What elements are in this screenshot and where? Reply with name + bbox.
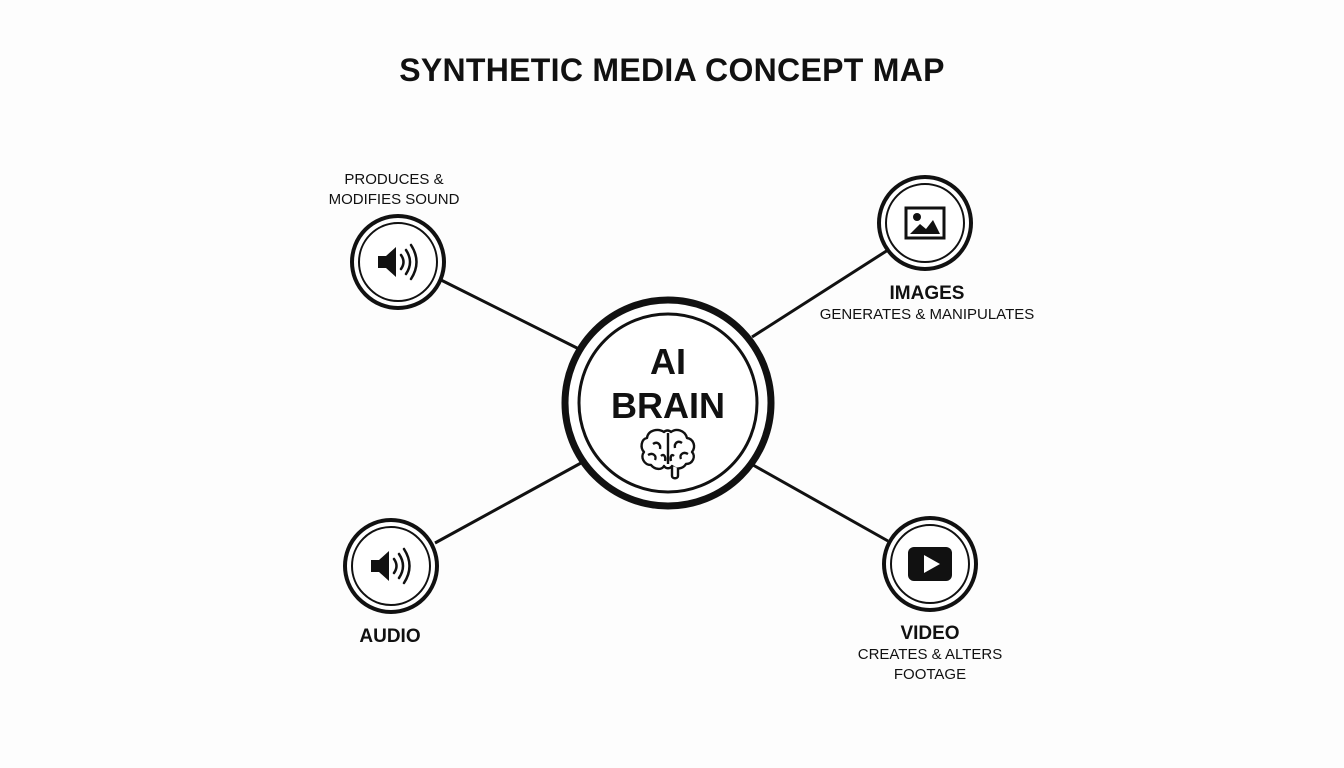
sound-label: PRODUCES & MODIFIES SOUND <box>294 170 494 210</box>
play-icon <box>908 547 952 581</box>
image-icon <box>904 206 946 240</box>
sound-desc-line1: PRODUCES & <box>344 171 444 188</box>
images-node <box>877 175 973 271</box>
images-name: IMAGES <box>889 283 965 304</box>
sound-desc-line2: MODIFIES SOUND <box>328 191 460 208</box>
connector-audio <box>434 461 582 545</box>
center-label-line1: AI <box>650 341 686 382</box>
speaker-icon <box>371 547 411 585</box>
video-desc-line1: CREATES & ALTERS <box>857 646 1003 663</box>
center-label-line2: BRAIN <box>611 385 725 426</box>
audio-label: AUDIO <box>359 626 421 647</box>
connector-images <box>751 248 889 339</box>
audio-node <box>343 518 439 614</box>
speaker-icon <box>378 243 418 281</box>
connector-sound <box>440 278 582 352</box>
video-name: VIDEO <box>900 623 960 644</box>
connector-video <box>752 463 889 543</box>
video-label: VIDEO CREATES & ALTERS FOOTAGE <box>830 623 1030 685</box>
images-label: IMAGES GENERATES & MANIPULATES <box>797 283 1057 325</box>
images-desc: GENERATES & MANIPULATES <box>819 306 1035 323</box>
page-title: SYNTHETIC MEDIA CONCEPT MAP <box>399 52 945 88</box>
center-label: AI BRAIN <box>568 340 768 428</box>
center-node <box>561 296 775 510</box>
sound-node <box>350 214 446 310</box>
video-desc-line2: FOOTAGE <box>893 666 967 683</box>
video-node <box>882 516 978 612</box>
brain-icon <box>640 428 696 480</box>
